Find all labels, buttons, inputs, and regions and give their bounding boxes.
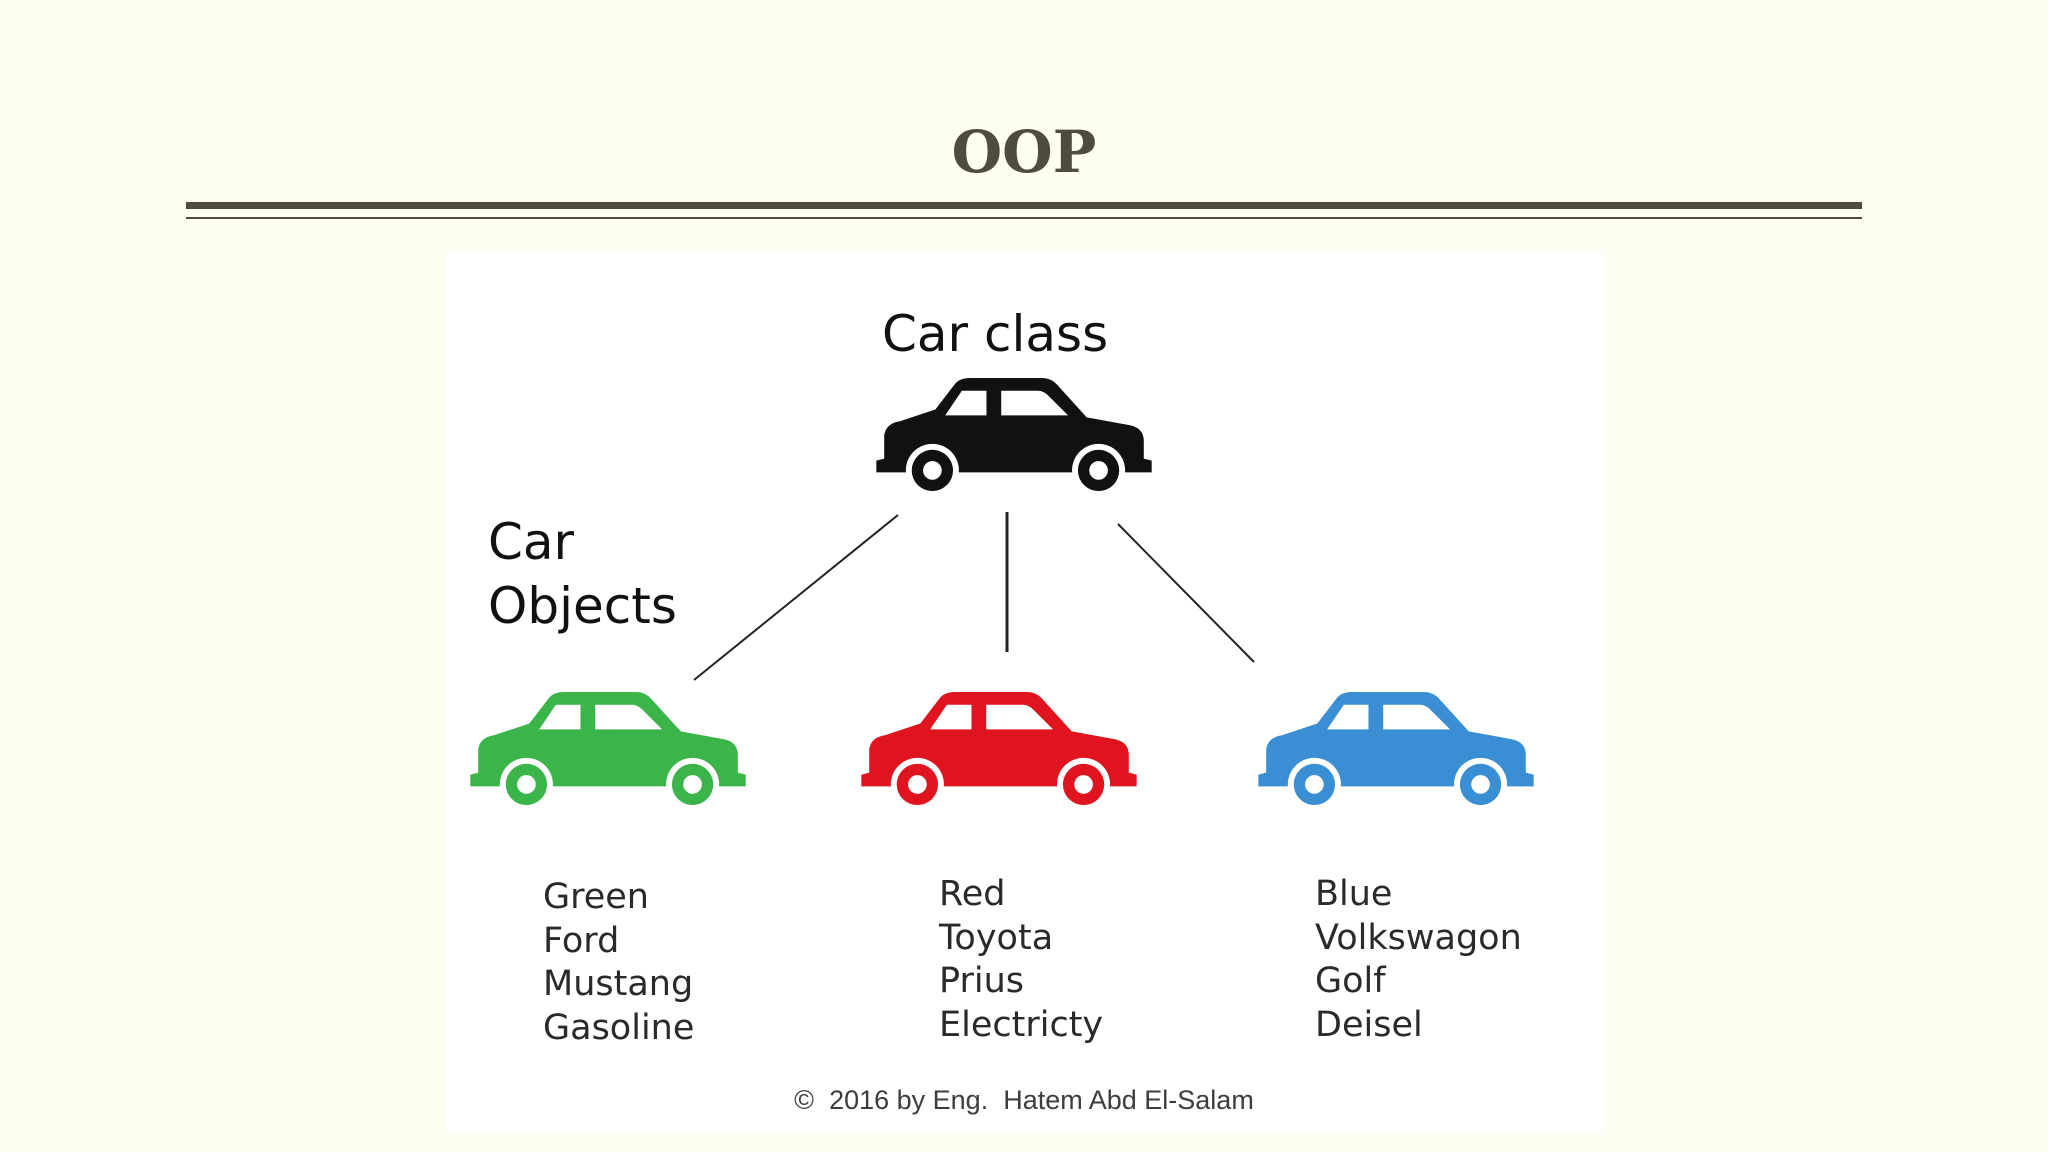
attribute-fuel: Gasoline <box>543 1007 695 1048</box>
attribute-model: Mustang <box>543 964 694 1004</box>
attribute-fuel: Deisel <box>1315 1004 1423 1045</box>
attribute-model: Prius <box>939 961 1025 1001</box>
attribute-make: Volkswagon <box>1315 917 1522 958</box>
class-car-icon <box>876 378 1152 496</box>
blue-car-attributes: Blue Volkswagon Golf Deisel <box>1315 873 1522 1047</box>
car-objects-label-line2: Objects <box>488 577 677 635</box>
car-objects-label: Car Objects <box>488 510 677 638</box>
title-divider-thick <box>186 202 1862 209</box>
blue-car-icon <box>1258 692 1534 810</box>
attribute-color: Blue <box>1315 874 1393 914</box>
car-class-label: Car class <box>882 305 1109 363</box>
green-car-icon <box>470 692 746 810</box>
slide-title: OOP <box>951 118 1097 186</box>
attribute-make: Toyota <box>939 917 1054 958</box>
attribute-color: Green <box>543 877 649 917</box>
red-car-attributes: Red Toyota Prius Electricty <box>939 873 1103 1047</box>
car-objects-label-line1: Car <box>488 513 575 571</box>
attribute-fuel: Electricty <box>939 1004 1104 1045</box>
connector-line-right <box>1117 523 1255 663</box>
attribute-color: Red <box>939 874 1006 914</box>
green-car-attributes: Green Ford Mustang Gasoline <box>543 876 694 1050</box>
red-car-icon <box>861 692 1137 810</box>
attribute-model: Golf <box>1315 961 1386 1001</box>
title-divider-thin <box>186 217 1862 219</box>
attribute-make: Ford <box>543 920 620 961</box>
connector-line-left <box>693 514 899 681</box>
copyright-footer: © 2016 by Eng. Hatem Abd El-Salam <box>794 1085 1254 1115</box>
